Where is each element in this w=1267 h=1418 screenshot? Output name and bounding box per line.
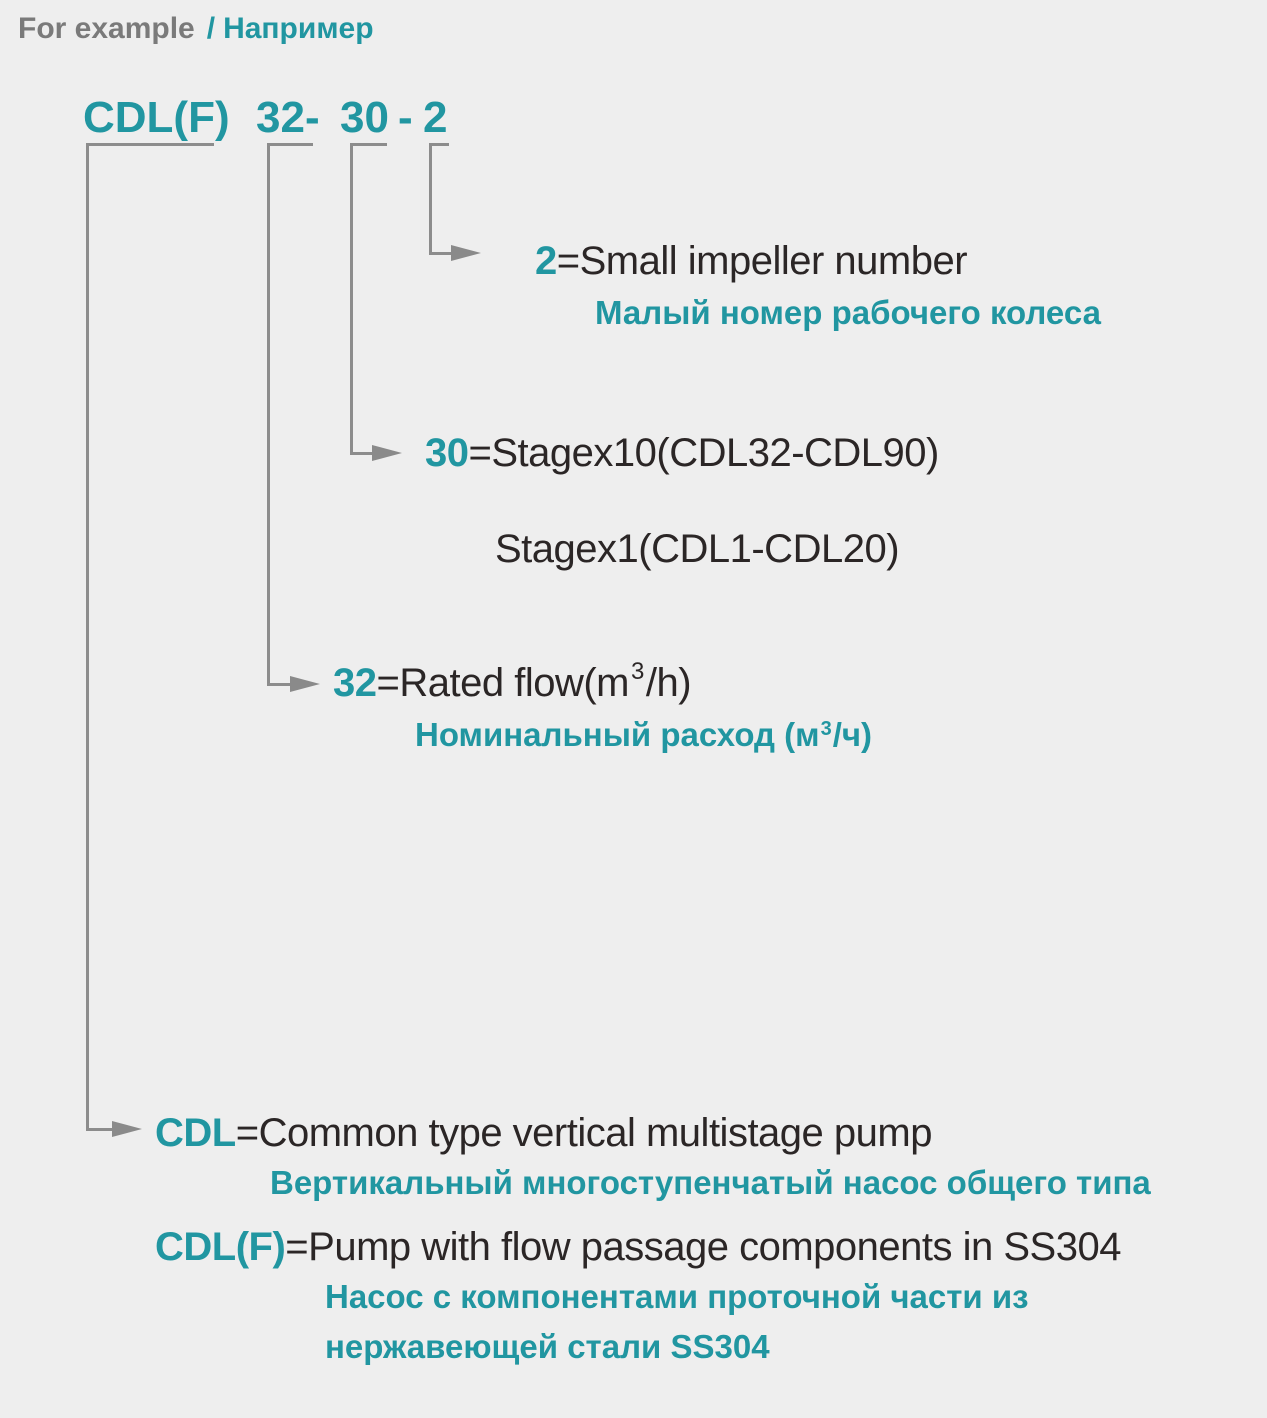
superscript-3: 3 bbox=[820, 718, 832, 740]
connector-line bbox=[429, 143, 432, 255]
annotation-english-line: 30=Stagex10(CDL32-CDL90) bbox=[425, 430, 939, 476]
model-code-segment-dash: - bbox=[398, 93, 413, 142]
annotation-russian-text: /ч) bbox=[832, 716, 873, 753]
model-code-segment-cdlf: CDL(F) bbox=[83, 93, 230, 142]
annotation-english-text: =Rated flow(m bbox=[376, 661, 630, 705]
annotation-prefix: 30 bbox=[425, 431, 469, 475]
annotation-english-text: =Stagex10(CDL32-CDL90) bbox=[468, 431, 940, 475]
model-code-segment-stage: 30 bbox=[340, 93, 389, 142]
annotation-russian-text: Номинальный расход (м bbox=[415, 716, 820, 753]
connector-line bbox=[350, 143, 387, 146]
superscript-3: 3 bbox=[630, 658, 644, 685]
annotation-prefix: 32 bbox=[333, 661, 377, 705]
annotation-russian-line: Номинальный расход (м3/ч) bbox=[415, 716, 872, 754]
annotation-english-text: =Small impeller number bbox=[556, 239, 968, 283]
annotation-prefix: CDL bbox=[155, 1111, 236, 1155]
annotation-english-line: 2=Small impeller number bbox=[535, 238, 968, 284]
annotation-prefix: 2 bbox=[535, 239, 557, 283]
annotation-prefix: CDL(F) bbox=[155, 1225, 286, 1269]
annotation-secondary-line: Stagex1(CDL1-CDL20) bbox=[495, 527, 900, 571]
model-code-segment-flow: 32- bbox=[256, 93, 320, 142]
connector-line bbox=[86, 1128, 118, 1131]
arrow-right-icon bbox=[290, 676, 320, 692]
annotation-english-text: =Common type vertical multistage pump bbox=[235, 1111, 933, 1155]
title-english: For example bbox=[18, 12, 195, 45]
connector-line bbox=[86, 143, 89, 1131]
connector-line bbox=[267, 143, 270, 686]
annotation-russian-line: Вертикальный многоступенчатый насос обще… bbox=[270, 1164, 1151, 1201]
connector-line bbox=[429, 252, 455, 255]
connector-line bbox=[86, 143, 214, 146]
annotation-russian-line: нержавеющей стали SS304 bbox=[325, 1328, 770, 1365]
connector-line bbox=[350, 143, 353, 455]
connector-line bbox=[267, 143, 313, 146]
annotation-russian-line: Насос с компонентами проточной части из bbox=[325, 1278, 1029, 1315]
annotation-russian-line: Малый номер рабочего колеса bbox=[595, 294, 1101, 331]
title-slash: / bbox=[206, 12, 216, 45]
connector-line bbox=[350, 452, 376, 455]
title-russian: Например bbox=[223, 12, 374, 45]
section-title: For example /Например bbox=[18, 12, 374, 46]
annotation-english-text: =Pump with flow passage components in SS… bbox=[285, 1225, 1121, 1269]
arrow-right-icon bbox=[372, 445, 402, 461]
annotation-english-line: CDL(F)=Pump with flow passage components… bbox=[155, 1224, 1121, 1270]
arrow-right-icon bbox=[451, 245, 481, 261]
model-code-segment-impeller: 2 bbox=[423, 93, 448, 142]
connector-line bbox=[429, 143, 449, 146]
connector-line bbox=[267, 683, 295, 686]
arrow-right-icon bbox=[112, 1121, 142, 1137]
annotation-english-line: 32=Rated flow(m3/h) bbox=[333, 658, 692, 706]
annotation-english-text: /h) bbox=[645, 661, 692, 705]
annotation-english-line: CDL=Common type vertical multistage pump bbox=[155, 1110, 932, 1156]
